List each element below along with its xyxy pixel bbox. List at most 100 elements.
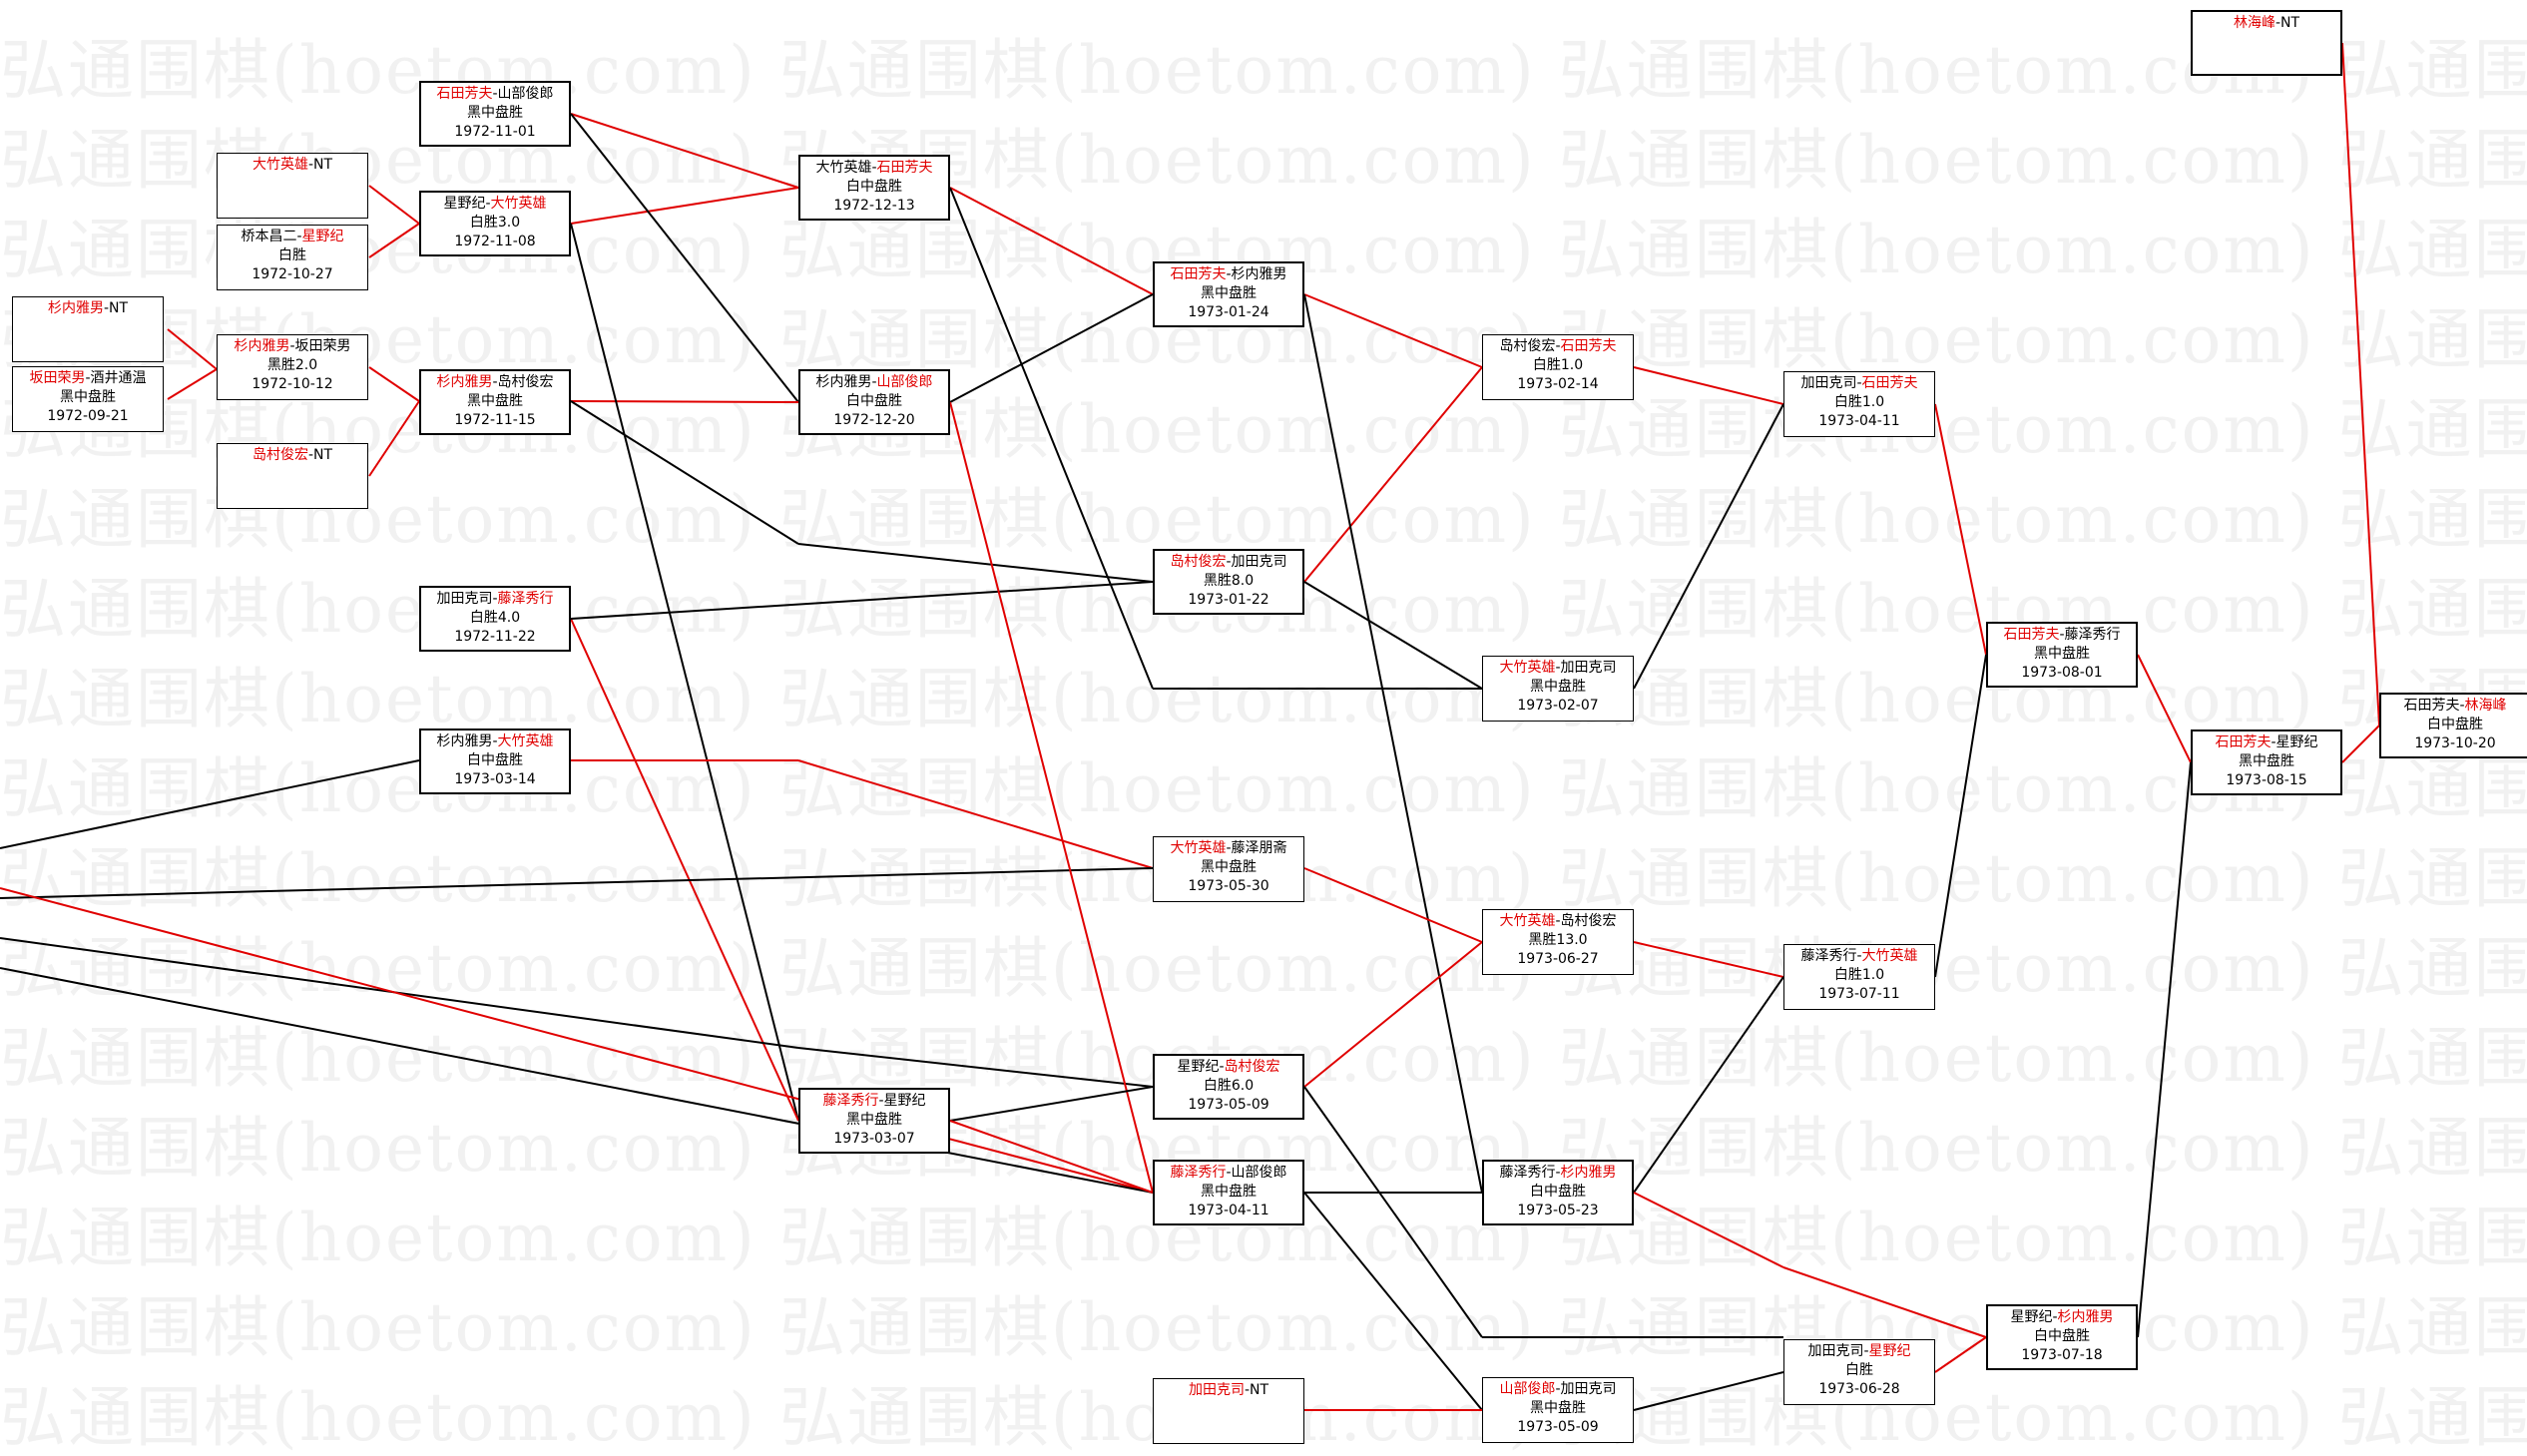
match-date: 1973-08-01 bbox=[2021, 665, 2103, 681]
bracket-line bbox=[0, 867, 1154, 899]
player-1: 岛村俊宏 bbox=[1170, 554, 1227, 570]
player-2: 岛村俊宏 bbox=[1224, 1059, 1280, 1075]
match-date: 1973-04-11 bbox=[1818, 413, 1900, 429]
match-players: 杉内雅男-山部俊郎 bbox=[800, 373, 948, 392]
vs-dash: - bbox=[1226, 266, 1232, 282]
player-1: 石田芳夫 bbox=[2403, 698, 2460, 714]
player-2: 星野纪 bbox=[883, 1093, 926, 1109]
vs-dash: - bbox=[103, 300, 110, 316]
match-box[interactable]: 杉内雅男-NT bbox=[12, 296, 164, 362]
match-date: 1972-10-27 bbox=[252, 266, 333, 282]
player-1: 岛村俊宏 bbox=[252, 447, 308, 463]
match-players: 林海峰-NT bbox=[2193, 14, 2340, 33]
winner-path-line bbox=[1934, 403, 1987, 656]
match-players: 石田芳夫-藤泽秀行 bbox=[1988, 626, 2136, 645]
player-2: 山部俊郎 bbox=[876, 374, 933, 390]
match-players: 大竹英雄-NT bbox=[218, 156, 367, 175]
match-date: 1973-08-15 bbox=[2226, 772, 2307, 788]
match-date: 1973-07-18 bbox=[2021, 1347, 2103, 1363]
winner-path-line bbox=[1934, 1336, 1987, 1373]
bracket-line bbox=[1934, 654, 1987, 978]
winner-path-line bbox=[1633, 1192, 1784, 1268]
winner-path-line bbox=[1303, 941, 1483, 1088]
match-players: 加田克司-星野纪 bbox=[1784, 1342, 1934, 1361]
match-players: 杉内雅男-NT bbox=[13, 299, 163, 318]
match-result: 白胜1.0 bbox=[1833, 394, 1885, 410]
bracket-line bbox=[0, 967, 1154, 1194]
vs-dash: - bbox=[1555, 1381, 1561, 1397]
match-box[interactable]: 林海峰-NT bbox=[2191, 10, 2342, 76]
match-box[interactable]: 岛村俊宏-NT bbox=[217, 443, 368, 509]
player-1: 石田芳夫 bbox=[436, 86, 493, 102]
winner-path-line bbox=[368, 400, 420, 477]
match-result: 白胜 bbox=[1845, 1362, 1873, 1378]
match-box[interactable]: 大竹英雄-NT bbox=[217, 153, 368, 219]
vs-dash: - bbox=[2059, 627, 2065, 643]
bracket-line bbox=[797, 543, 1154, 583]
player-1: 坂田荣男 bbox=[29, 370, 86, 386]
player-1: 藤泽秀行 bbox=[1170, 1165, 1227, 1181]
match-result: 黑胜13.0 bbox=[1528, 932, 1588, 948]
match-result: 黑中盘胜 bbox=[1530, 679, 1586, 695]
player-2: 杉内雅男 bbox=[1560, 1165, 1617, 1181]
vs-dash: - bbox=[492, 374, 498, 390]
match-players: 星野纪-杉内雅男 bbox=[1988, 1308, 2136, 1327]
player-1: 藤泽秀行 bbox=[1800, 948, 1857, 964]
match-result: 黑中盘胜 bbox=[1201, 285, 1257, 301]
match-box[interactable]: 加田克司-NT bbox=[1153, 1378, 1304, 1444]
bracket-line bbox=[949, 1086, 1154, 1122]
player-2: 星野纪 bbox=[1868, 1343, 1911, 1359]
player-1: 大竹英雄 bbox=[815, 160, 872, 176]
player-2: 藤泽秀行 bbox=[2064, 627, 2121, 643]
match-date: 1973-04-11 bbox=[1188, 1203, 1269, 1218]
vs-dash: - bbox=[2271, 734, 2276, 750]
vs-dash: - bbox=[1555, 913, 1561, 929]
player-1: 石田芳夫 bbox=[1170, 266, 1227, 282]
match-result: 黑中盘胜 bbox=[467, 105, 523, 121]
vs-dash: - bbox=[1856, 375, 1862, 391]
winner-path-line bbox=[949, 1120, 1154, 1194]
match-players: 星野纪-岛村俊宏 bbox=[1155, 1058, 1302, 1077]
player-1: 加田克司 bbox=[436, 591, 493, 607]
match-players: 石田芳夫-林海峰 bbox=[2381, 697, 2527, 716]
vs-dash: - bbox=[1244, 1382, 1251, 1398]
bracket-line bbox=[1633, 1371, 1784, 1411]
match-players: 石田芳夫-山部俊郎 bbox=[421, 85, 569, 104]
match-date: 1973-02-14 bbox=[1517, 376, 1599, 392]
match-players: 星野纪-大竹英雄 bbox=[421, 195, 569, 214]
match-players: 大竹英雄-加田克司 bbox=[1483, 659, 1633, 678]
match-date: 1973-03-14 bbox=[454, 771, 536, 787]
match-players: 杉内雅男-岛村俊宏 bbox=[421, 373, 569, 392]
match-result: 黑中盘胜 bbox=[1201, 1184, 1257, 1200]
player-2: 大竹英雄 bbox=[497, 733, 554, 749]
